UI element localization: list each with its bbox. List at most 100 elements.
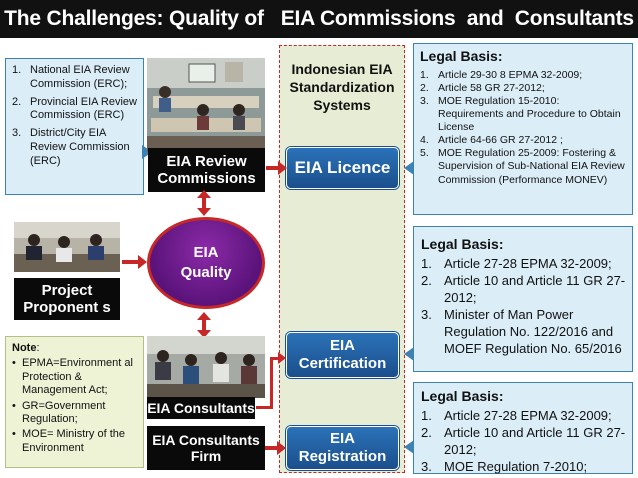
page-title: The Challenges: Quality of EIA Commissio… bbox=[0, 0, 638, 38]
list-item: 1.Article 27-28 EPMA 32-2009; bbox=[421, 256, 627, 273]
arrow-head-icon bbox=[197, 330, 211, 338]
list-number: 2. bbox=[421, 273, 432, 289]
list-item: 1. Article 29-30 8 EPMA 32-2009; bbox=[420, 69, 627, 82]
label-line: Firm bbox=[190, 448, 222, 464]
list-item: 1. National EIA Review Commission (ERC); bbox=[12, 64, 139, 92]
eia-registration-box: EIA Registration bbox=[286, 426, 399, 470]
registration-line-1: EIA bbox=[329, 430, 355, 447]
note-box: Note: EPMA=Environment al Protection & M… bbox=[5, 336, 144, 468]
arrow-head-icon bbox=[197, 190, 211, 198]
list-text: Article 29-30 8 EPMA 32-2009; bbox=[438, 68, 583, 81]
list-item: 2. Article 58 GR 27-2012; bbox=[420, 82, 627, 95]
standardization-title-line-3: Systems bbox=[313, 97, 371, 114]
list-text: MOE Regulation 7-2010; bbox=[444, 458, 588, 474]
standardization-systems-column: Indonesian EIA Standardization Systems bbox=[279, 45, 405, 473]
connector-arrow bbox=[270, 357, 280, 360]
list-number: 4. bbox=[420, 134, 429, 147]
connector-arrow bbox=[265, 446, 279, 450]
list-item: MOE= Ministry of the Environment bbox=[12, 428, 139, 455]
eia-certification-box: EIA Certification bbox=[286, 332, 399, 378]
list-text: Article 64-66 GR 27-2012 ; bbox=[438, 134, 563, 147]
connector-arrow bbox=[202, 192, 206, 212]
list-text: Article 27-28 EPMA 32-2009; bbox=[444, 408, 612, 424]
connector-arrow bbox=[270, 357, 273, 409]
list-item: 5.MOE Regulation 25-2009: Fostering & Su… bbox=[420, 147, 627, 186]
list-number: 3. bbox=[12, 127, 22, 139]
list-text: Minister of Man Power Regulation No. 122… bbox=[444, 306, 622, 356]
standardization-title-line-1: Indonesian EIA bbox=[291, 61, 393, 77]
list-text: National EIA Review Commission (ERC); bbox=[30, 64, 130, 90]
eia-quality-line-2: Quality bbox=[180, 264, 232, 281]
list-item: EPMA=Environment al Protection & Managem… bbox=[12, 357, 139, 397]
list-number: 1. bbox=[421, 256, 432, 272]
list-number: 3. bbox=[421, 306, 432, 322]
consultants-photo bbox=[147, 336, 265, 398]
list-item: 3. District/City EIA Review Commission (E… bbox=[12, 127, 139, 168]
arrow-head-icon bbox=[197, 312, 211, 320]
pointer-icon bbox=[142, 145, 152, 159]
standardization-systems-title: Indonesian EIA Standardization Systems bbox=[280, 60, 404, 115]
connector-arrow bbox=[202, 316, 206, 334]
label-line: EIA Consultants bbox=[147, 399, 255, 416]
pointer-icon bbox=[404, 161, 414, 175]
list-number: 1. bbox=[12, 64, 22, 76]
list-text: District/City EIA Review Commission (ERC… bbox=[30, 127, 130, 167]
eia-quality-circle: EIA Quality bbox=[147, 217, 265, 309]
eia-consultants-label: EIA Consultants bbox=[147, 397, 255, 419]
list-item: 3. MOE Regulation 15-2010: Requirements a… bbox=[420, 95, 627, 134]
certification-line-1: EIA bbox=[329, 337, 355, 354]
legal-basis-certification-box: Legal Basis: 1.Article 27-28 EPMA 32-200… bbox=[413, 226, 633, 372]
list-number: 2. bbox=[12, 95, 22, 108]
note-list: EPMA=Environment al Protection & Managem… bbox=[12, 357, 139, 455]
legal-basis-title-text: Legal Basis: bbox=[421, 236, 504, 252]
list-item: 3.MOE Regulation 7-2010; bbox=[421, 459, 627, 476]
legal-basis-list: 1. Article 29-30 8 EPMA 32-2009; 2. Articl… bbox=[420, 69, 627, 187]
connector-arrow bbox=[256, 406, 272, 409]
label-line: Proponent s bbox=[23, 299, 111, 316]
note-title-colon: : bbox=[36, 342, 40, 354]
legal-basis-title: Legal Basis: bbox=[421, 387, 627, 405]
list-text: MOE= Ministry of the Environment bbox=[22, 428, 126, 454]
list-number: 1. bbox=[421, 408, 432, 424]
note-title: Note: bbox=[12, 342, 139, 355]
arrow-head-icon bbox=[278, 352, 286, 364]
legal-basis-title-text: Legal Basis: bbox=[420, 48, 503, 64]
project-proponents-label: Project Proponent s bbox=[14, 278, 120, 320]
pointer-icon bbox=[404, 440, 414, 454]
standardization-title-line-2: Standardization bbox=[289, 79, 395, 96]
eia-licence-box: EIA Licence bbox=[286, 147, 399, 189]
pointer-icon bbox=[404, 347, 414, 361]
list-item: 2.Provincial EIA Review Commission (ERC) bbox=[12, 96, 139, 124]
list-item: 2. Article 10 and Article 11 GR 27-2012; bbox=[421, 273, 627, 307]
meeting-room-illustration bbox=[147, 58, 265, 152]
proponents-illustration bbox=[14, 222, 120, 272]
list-item: 4. Article 64-66 GR 27-2012 ; bbox=[420, 134, 627, 147]
eia-review-commissions-label: EIA Review Commissions bbox=[148, 148, 265, 192]
registration-line-2: Registration bbox=[298, 448, 387, 465]
list-text: Article 58 GR 27-2012; bbox=[438, 81, 545, 94]
commissions-list: 1.National EIA Review Commission (ERC); … bbox=[12, 64, 139, 168]
eia-licence-label: EIA Licence bbox=[294, 157, 391, 177]
list-number: 1. bbox=[420, 68, 429, 81]
connector-arrow bbox=[266, 166, 280, 170]
note-title-text: Note bbox=[12, 342, 37, 354]
list-item: GR=Government Regulation; bbox=[12, 400, 139, 427]
list-text: Article 10 and Article 11 GR 27-2012; bbox=[444, 425, 626, 457]
commission-meeting-photo bbox=[147, 58, 265, 152]
legal-basis-title-text: Legal Basis: bbox=[421, 388, 504, 404]
legal-basis-title: Legal Basis: bbox=[421, 235, 627, 253]
list-text: Article 10 and Article 11 GR 27-2012; bbox=[444, 273, 626, 305]
list-text: MOE Regulation 15-2010: Requirements and… bbox=[438, 94, 621, 133]
list-number: 2. bbox=[421, 425, 432, 441]
legal-basis-title: Legal Basis: bbox=[420, 48, 627, 66]
list-number: 2. bbox=[420, 81, 429, 94]
label-line: EIA Consultants bbox=[152, 431, 260, 448]
list-text: EPMA=Environment al Protection & Managem… bbox=[22, 357, 133, 397]
label-line: Project bbox=[41, 281, 93, 299]
legal-basis-list: 1.Article 27-28 EPMA 32-2009; 2. Article … bbox=[421, 256, 627, 357]
project-proponents-photo bbox=[14, 222, 120, 272]
list-number: 3. bbox=[420, 94, 429, 107]
eia-quality-line-1: EIA bbox=[193, 243, 219, 261]
legal-basis-licence-box: Legal Basis: 1. Article 29-30 8 EPMA 32-2… bbox=[413, 43, 633, 215]
legal-basis-list: 1. Article 27-28 EPMA 32-2009; 2. Article … bbox=[421, 408, 627, 476]
